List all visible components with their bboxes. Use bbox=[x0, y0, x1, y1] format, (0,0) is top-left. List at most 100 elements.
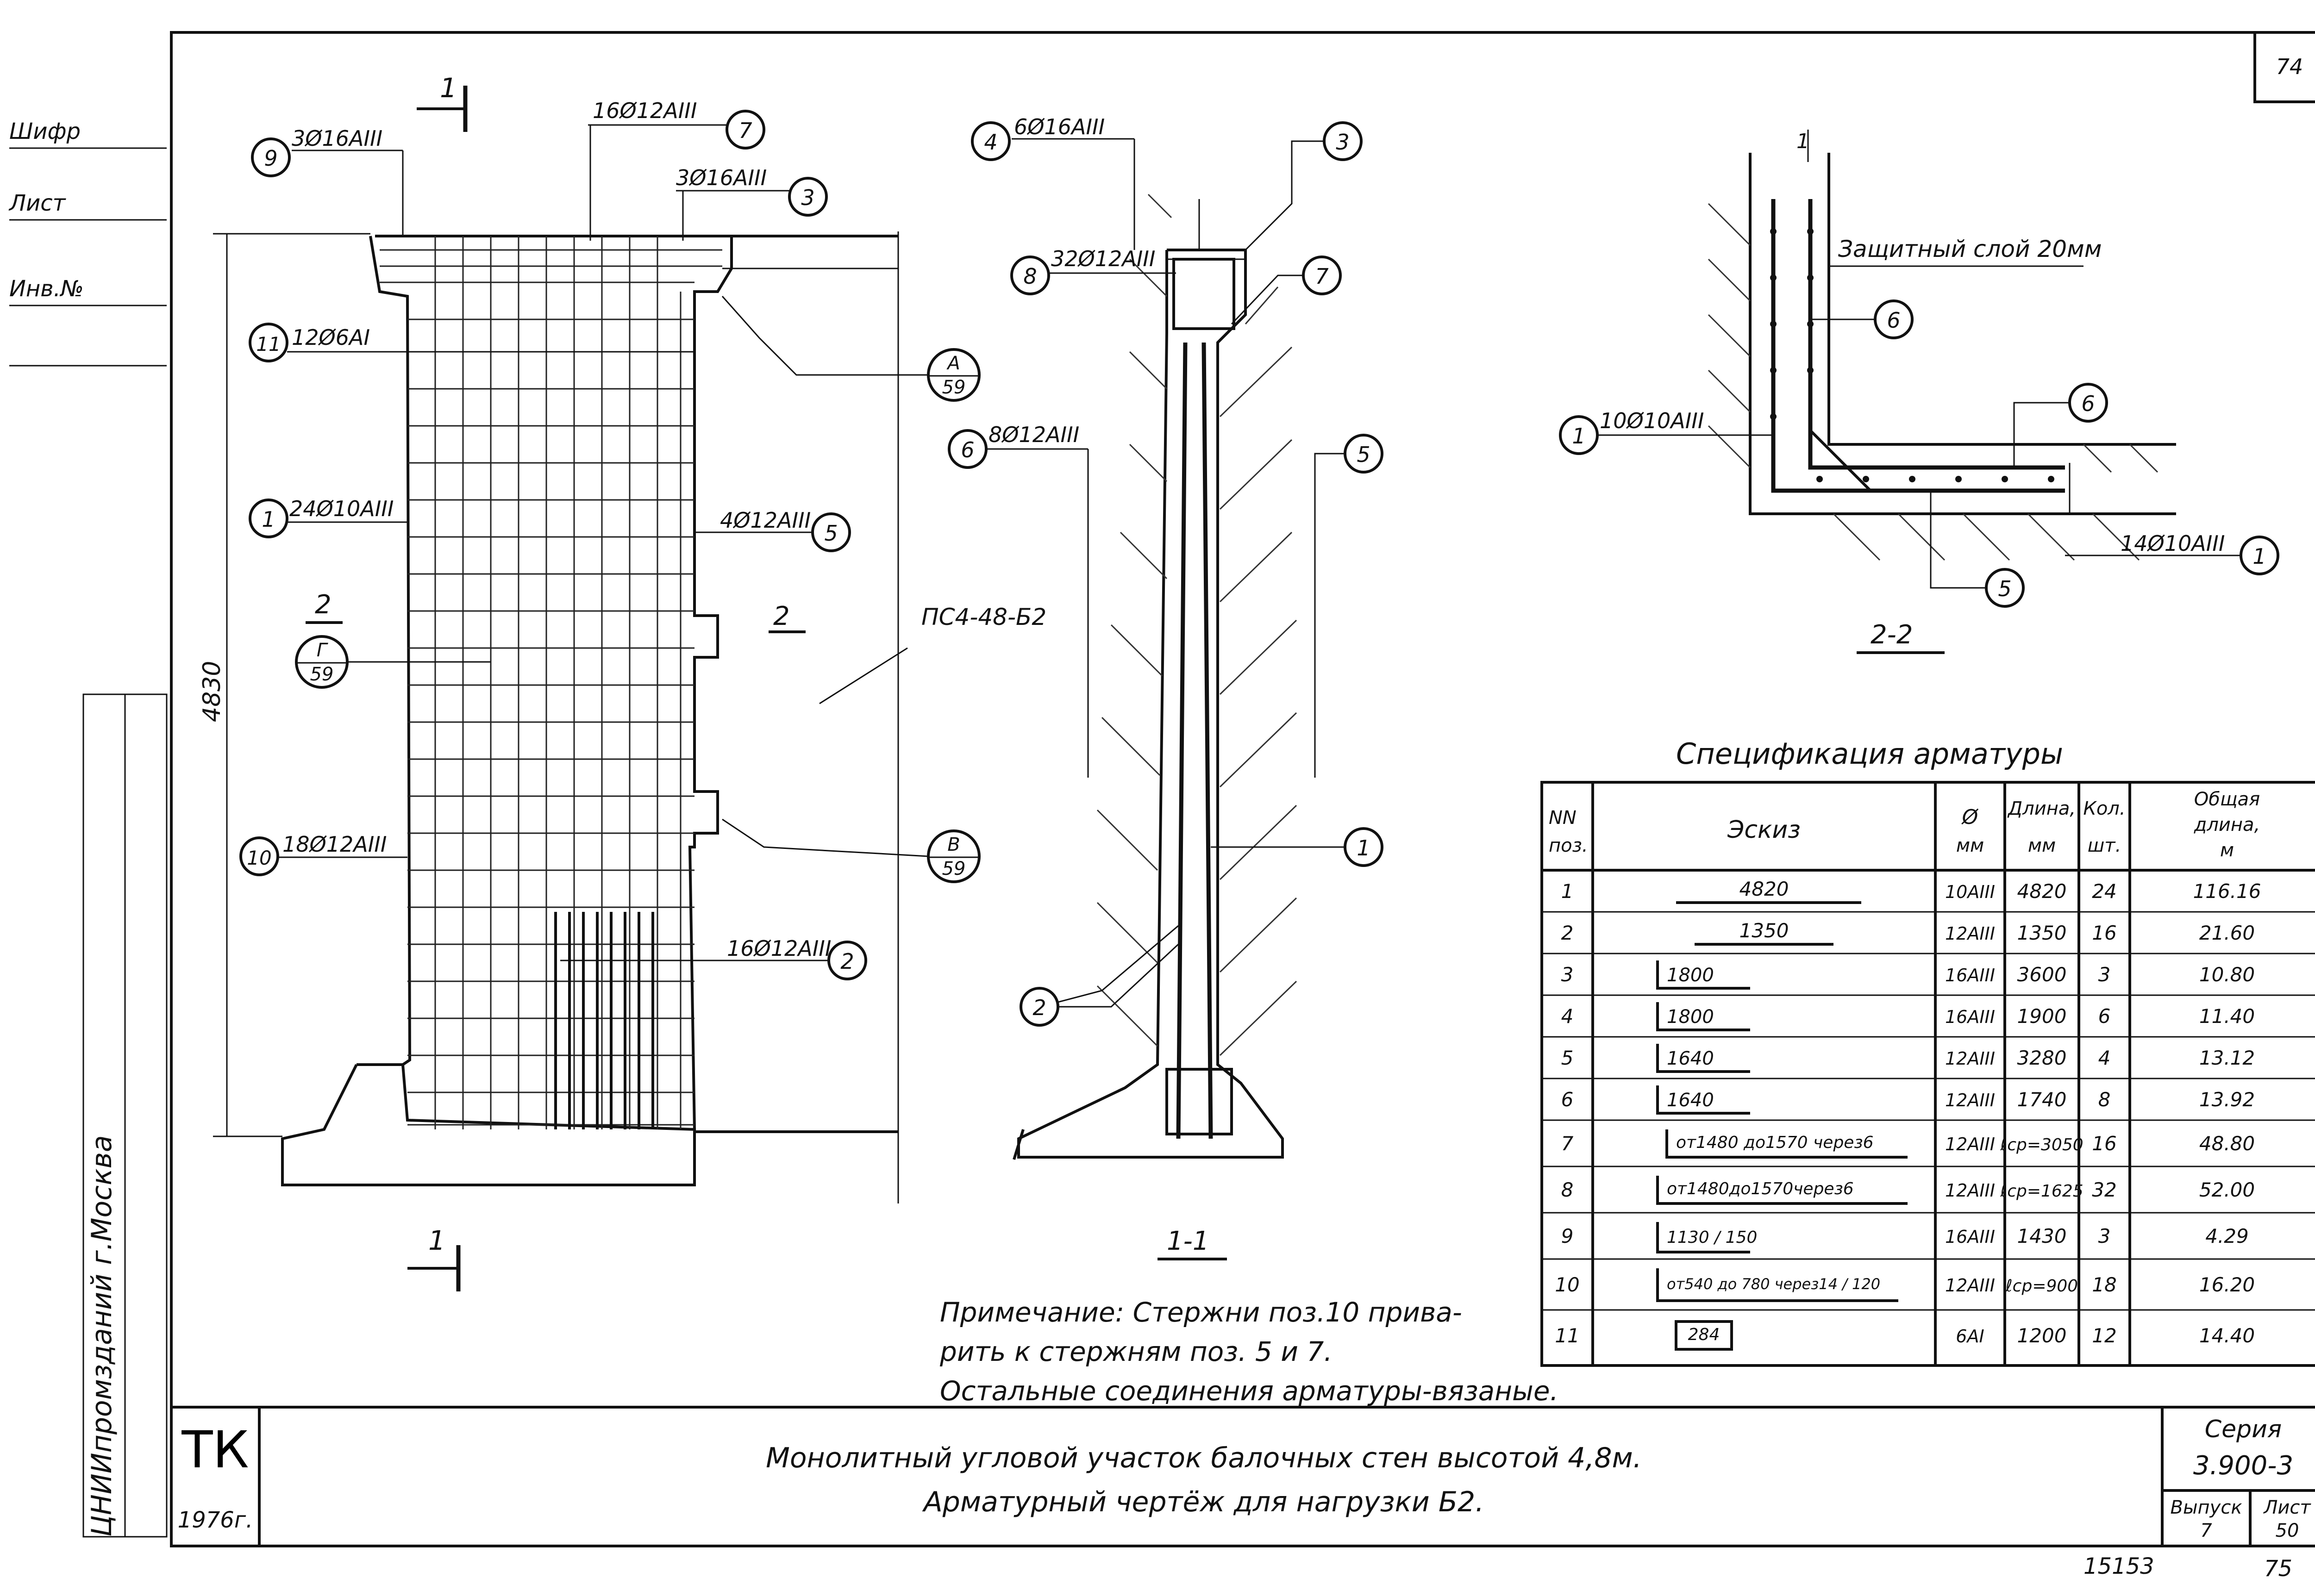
section22-cover-note: Защитный слой 20мм bbox=[1838, 236, 2102, 262]
svg-text:12АIII: 12АIII bbox=[1945, 1048, 1995, 1069]
footing-outline bbox=[281, 1063, 696, 1186]
section-side-label-left: 2 bbox=[315, 590, 332, 620]
svg-text:6: 6 bbox=[961, 437, 974, 462]
svg-text:18: 18 bbox=[2092, 1273, 2116, 1296]
note-line-2: рить к стержням поз. 5 и 7. bbox=[939, 1336, 1333, 1367]
inventory-number: 15153 bbox=[2084, 1553, 2154, 1579]
elevation-view: 1 bbox=[198, 72, 1046, 1291]
stamp-line-3: Инв.№ bbox=[9, 276, 84, 302]
spec-header-dia: Ø bbox=[1961, 805, 1979, 829]
svg-text:12АIII: 12АIII bbox=[1945, 923, 1995, 944]
s22-callout-6a: 6 bbox=[1810, 299, 1914, 339]
spec-header-pos-2: поз. bbox=[1549, 835, 1588, 856]
spec-header-total-3: м bbox=[2220, 840, 2234, 861]
svg-text:3600: 3600 bbox=[2017, 963, 2067, 986]
svg-text:А: А bbox=[946, 353, 960, 374]
svg-text:2: 2 bbox=[1561, 922, 1574, 944]
year: 1976г. bbox=[178, 1507, 253, 1533]
svg-text:59: 59 bbox=[942, 377, 966, 398]
svg-text:1: 1 bbox=[1357, 835, 1370, 860]
svg-text:10.80: 10.80 bbox=[2199, 963, 2255, 986]
section22-bar-inner bbox=[1808, 199, 2065, 470]
svg-text:5: 5 bbox=[824, 521, 838, 546]
s11-callout-2: 2 bbox=[1020, 925, 1179, 1027]
note-block: Примечание: Стержни поз.10 прива- рить к… bbox=[939, 1297, 1558, 1407]
svg-text:Г: Г bbox=[317, 640, 328, 661]
stamp-line-2: Лист bbox=[8, 190, 67, 216]
svg-text:1350: 1350 bbox=[2017, 922, 2067, 944]
svg-text:ℓср=3050: ℓср=3050 bbox=[2000, 1135, 2083, 1154]
svg-text:16АIII: 16АIII bbox=[1945, 1007, 1995, 1027]
section11-top-cage bbox=[1172, 258, 1235, 330]
svg-text:В: В bbox=[947, 834, 960, 855]
page-number-box bbox=[2253, 31, 2315, 103]
wall-left-edge bbox=[369, 236, 412, 1066]
svg-text:6АI: 6АI bbox=[1956, 1326, 1984, 1347]
spec-row: 3 1800 16АIII 3600 3 10.80 bbox=[1561, 960, 2255, 990]
svg-text:9: 9 bbox=[1561, 1225, 1574, 1247]
callout-9: 9 3Ø16АIII bbox=[251, 126, 404, 236]
svg-text:от1480 до1570 через6: от1480 до1570 через6 bbox=[1676, 1133, 1874, 1152]
callout-1: 1 24Ø10АIII bbox=[249, 496, 407, 538]
spec-row: 2 1350 12АIII 1350 16 21.60 bbox=[1561, 919, 2255, 946]
callout-3: 3 3Ø16АIII bbox=[676, 165, 828, 241]
svg-text:4: 4 bbox=[984, 130, 997, 155]
s11-callout-8: 8 32Ø12АIII bbox=[1010, 246, 1176, 295]
svg-text:11: 11 bbox=[256, 333, 281, 355]
s11-callout-4: 4 6Ø16АIII bbox=[971, 114, 1135, 250]
svg-text:4.29: 4.29 bbox=[2205, 1225, 2249, 1247]
section22-hatch bbox=[1708, 203, 2159, 561]
issue-label: Выпуск bbox=[2171, 1497, 2242, 1518]
svg-text:14Ø10АIII: 14Ø10АIII bbox=[2121, 531, 2225, 556]
svg-text:2: 2 bbox=[840, 949, 854, 974]
note-line-3: Остальные соединения арматуры-вязаные. bbox=[940, 1375, 1558, 1407]
callout-11: 11 12Ø6АI bbox=[249, 323, 694, 362]
lower-extra-bars bbox=[554, 912, 654, 1129]
svg-text:24Ø10АIII: 24Ø10АIII bbox=[289, 496, 394, 521]
svg-text:ℓср=900: ℓср=900 bbox=[2005, 1277, 2078, 1296]
svg-text:6: 6 bbox=[1887, 308, 1900, 333]
svg-text:12АIII: 12АIII bbox=[1945, 1134, 1995, 1154]
spec-header-len-2: мм bbox=[2028, 835, 2056, 856]
s22-callout-5: 5 bbox=[1930, 491, 2025, 608]
callout-7: 7 16Ø12АIII bbox=[588, 98, 765, 241]
section11-title: 1-1 bbox=[1167, 1226, 1209, 1256]
svg-text:3: 3 bbox=[2098, 1225, 2111, 1247]
svg-text:1800: 1800 bbox=[1667, 965, 1714, 986]
issue-value: 7 bbox=[2200, 1520, 2212, 1541]
svg-text:1900: 1900 bbox=[2017, 1005, 2067, 1028]
spec-row: 7 от1480 до1570 через6 12АIII ℓср=3050 1… bbox=[1561, 1129, 2255, 1159]
svg-text:16.20: 16.20 bbox=[2199, 1273, 2255, 1296]
wall-outline bbox=[375, 235, 733, 1130]
svg-text:4Ø12АIII: 4Ø12АIII bbox=[720, 508, 811, 533]
node-ref-v: В 59 bbox=[722, 818, 981, 883]
spec-header-total-2: длина, bbox=[2194, 814, 2260, 835]
section-1-1: 4 6Ø16АIII 3 8 32Ø12АIII 7 6 8Ø12АIII bbox=[948, 114, 1383, 1260]
page-number-bottom: 75 bbox=[2264, 1556, 2292, 1582]
spec-header-len: Длина, bbox=[2007, 798, 2076, 819]
svg-text:16АIII: 16АIII bbox=[1945, 1227, 1995, 1247]
svg-text:10АIII: 10АIII bbox=[1945, 882, 1995, 902]
top-beam-reinforcement bbox=[380, 249, 722, 283]
svg-text:1430: 1430 bbox=[2017, 1225, 2067, 1247]
spec-header-qty: Кол. bbox=[2083, 798, 2125, 819]
spec-header-sketch: Эскиз bbox=[1727, 816, 1801, 844]
svg-text:3280: 3280 bbox=[2017, 1047, 2067, 1069]
svg-text:59: 59 bbox=[310, 664, 334, 685]
svg-text:32: 32 bbox=[2092, 1178, 2116, 1201]
node-ref-a: А 59 bbox=[721, 296, 981, 402]
callout-2: 2 16Ø12АIII bbox=[560, 936, 867, 980]
s22-callout-1b: 1 14Ø10АIII bbox=[2065, 531, 2279, 575]
svg-text:14.40: 14.40 bbox=[2199, 1324, 2255, 1347]
svg-text:5: 5 bbox=[1357, 442, 1370, 467]
svg-text:12: 12 bbox=[2092, 1324, 2116, 1347]
svg-text:8: 8 bbox=[1561, 1178, 1574, 1201]
svg-text:4: 4 bbox=[1561, 1005, 1574, 1028]
svg-text:1: 1 bbox=[2252, 544, 2266, 569]
svg-text:16: 16 bbox=[2092, 1132, 2116, 1155]
svg-text:12АIII: 12АIII bbox=[1945, 1275, 1995, 1296]
svg-text:7: 7 bbox=[1561, 1132, 1574, 1155]
svg-text:6: 6 bbox=[2098, 1005, 2111, 1028]
